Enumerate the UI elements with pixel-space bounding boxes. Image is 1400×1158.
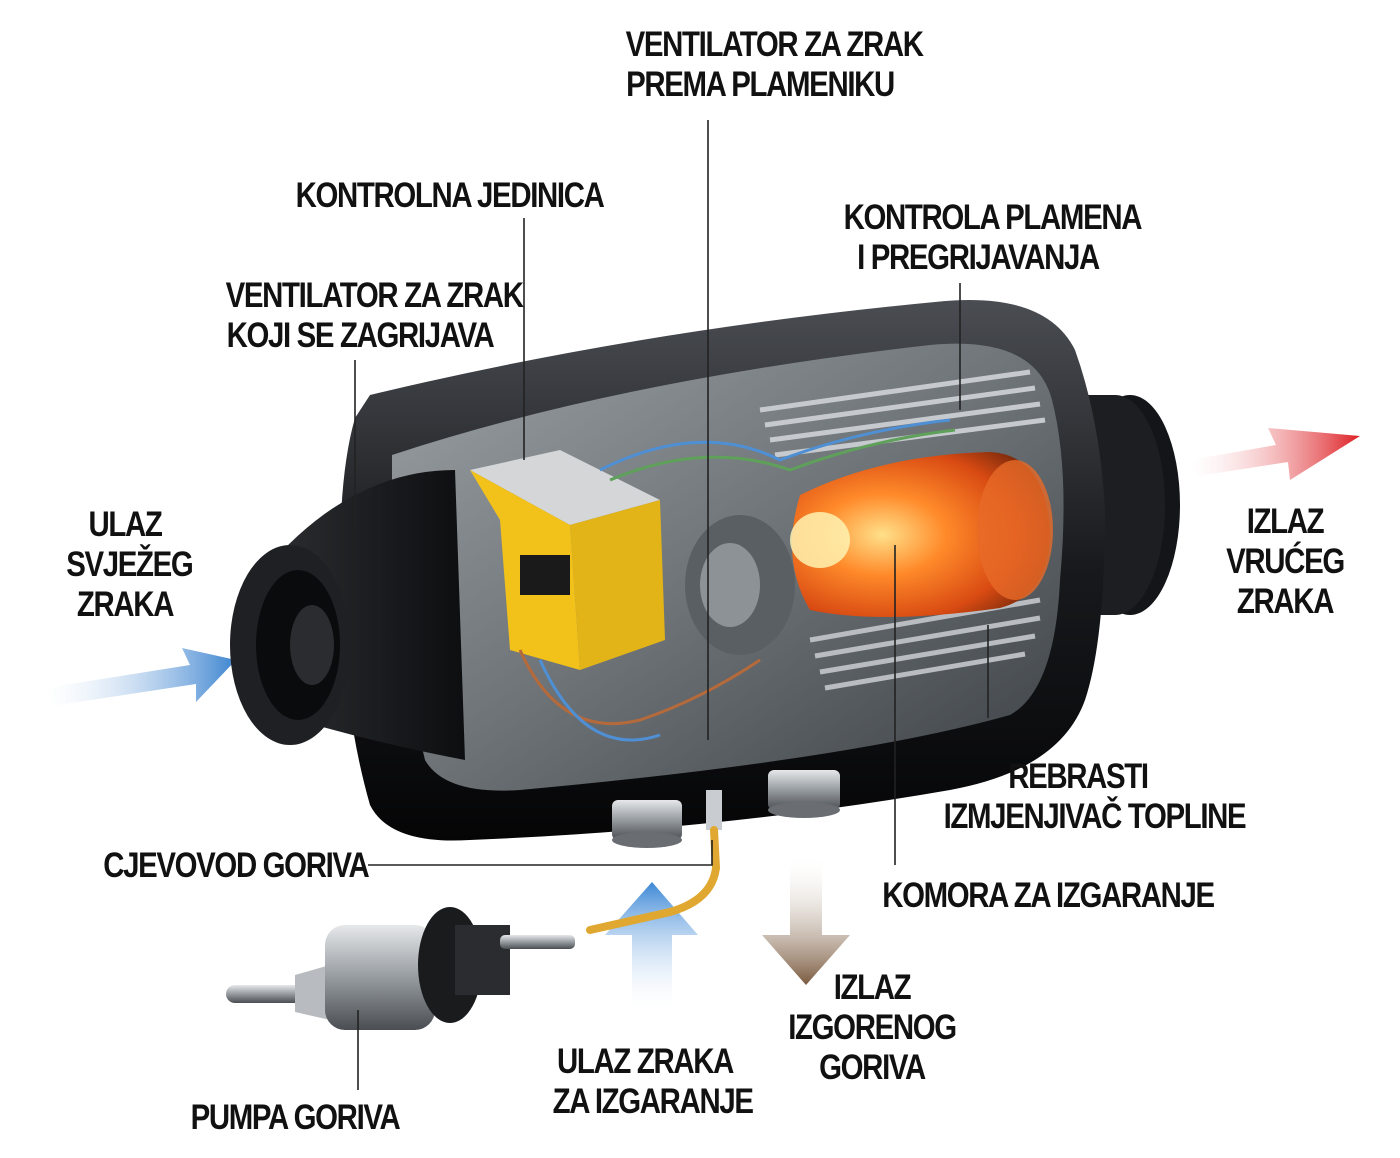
label-control-unit: KONTROLNA JEDINICA xyxy=(295,176,605,215)
label-heating-air-fan: VENTILATOR ZA ZRAK KOJI SE ZAGRIJAVA xyxy=(225,276,524,355)
exhaust-outlet-arrow xyxy=(762,858,850,985)
fresh-air-inlet-arrow xyxy=(45,648,236,706)
fuel-pump-shape xyxy=(226,907,575,1030)
control-unit-shape xyxy=(470,450,665,670)
label-fresh-air-inlet: ULAZ SVJEŽEG ZRAKA xyxy=(66,505,194,624)
label-exhaust-outlet: IZLAZ IZGORENOG GORIVA xyxy=(788,968,957,1087)
label-flame-overheat-control: KONTROLA PLAMENA I PREGRIJAVANJA xyxy=(843,198,1143,277)
label-burner-air-fan: VENTILATOR ZA ZRAK PREMA PLAMENIKU xyxy=(625,25,924,104)
label-combustion-air-inlet: ULAZ ZRAKA ZA IZGARANJE xyxy=(552,1042,754,1121)
label-fuel-line: CJEVOVOD GORIVA xyxy=(103,846,370,885)
label-fuel-pump: PUMPA GORIVA xyxy=(190,1098,401,1137)
label-hot-air-outlet: IZLAZ VRUĆEG ZRAKA xyxy=(1226,502,1345,621)
label-combustion-chamber: KOMORA ZA IZGARANJE xyxy=(882,876,1215,915)
leader-fuel-line xyxy=(368,840,713,866)
fuel-line-tube xyxy=(586,826,721,934)
combustion-air-inlet-arrow xyxy=(605,882,698,1010)
hot-air-outlet-arrow xyxy=(1190,428,1360,480)
label-finned-heat-exchanger: REBRASTI IZMJENJIVAČ TOPLINE xyxy=(943,757,1247,836)
